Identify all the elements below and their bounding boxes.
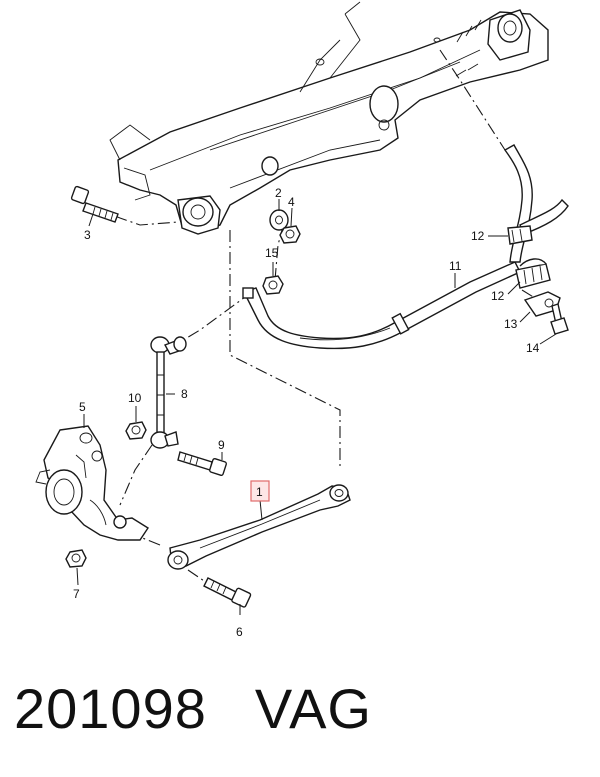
control-arm-part-1 [167, 484, 351, 570]
nut-part-15 [262, 275, 284, 295]
clamp-part-12-lower [515, 258, 551, 289]
link-rod-part-8 [150, 336, 187, 449]
bolt-part-3 [70, 185, 119, 223]
callout-12-lower: 12 [491, 289, 505, 303]
clamp-part-12-upper [507, 225, 533, 245]
callout-15: 15 [265, 246, 279, 260]
callout-1: 1 [256, 485, 263, 499]
bolt-part-6 [203, 577, 252, 608]
leader-lines [76, 199, 557, 615]
callout-14: 14 [526, 341, 540, 355]
nut-part-4 [279, 225, 301, 244]
brand-label: VAG [254, 677, 372, 740]
bolt-part-14 [550, 303, 569, 335]
callout-8: 8 [181, 387, 188, 401]
callout-5: 5 [79, 400, 86, 414]
callout-1-highlight [250, 480, 270, 502]
callout-11: 11 [449, 259, 462, 273]
wheel-bearing-housing-part-5 [35, 425, 149, 541]
footer-caption: 201098 VAG [14, 676, 372, 741]
callout-7: 7 [73, 587, 80, 601]
diagram-number: 201098 [14, 677, 207, 740]
nut-part-7 [65, 549, 87, 568]
callouts: 1 2 3 4 5 6 7 8 9 10 11 12 12 13 14 15 [73, 186, 540, 639]
washer-part-2 [269, 209, 289, 231]
callout-9: 9 [218, 438, 225, 452]
subframe [109, 1, 549, 235]
callout-10: 10 [128, 391, 142, 405]
callout-3: 3 [84, 228, 91, 242]
callout-13: 13 [504, 317, 518, 331]
nut-part-10 [125, 421, 147, 440]
callout-6: 6 [236, 625, 243, 639]
bolt-part-9 [177, 451, 228, 477]
callout-2: 2 [275, 186, 282, 200]
anti-roll-bar-part-11 [242, 144, 569, 350]
callout-12-upper: 12 [471, 229, 485, 243]
callout-4: 4 [288, 195, 295, 209]
